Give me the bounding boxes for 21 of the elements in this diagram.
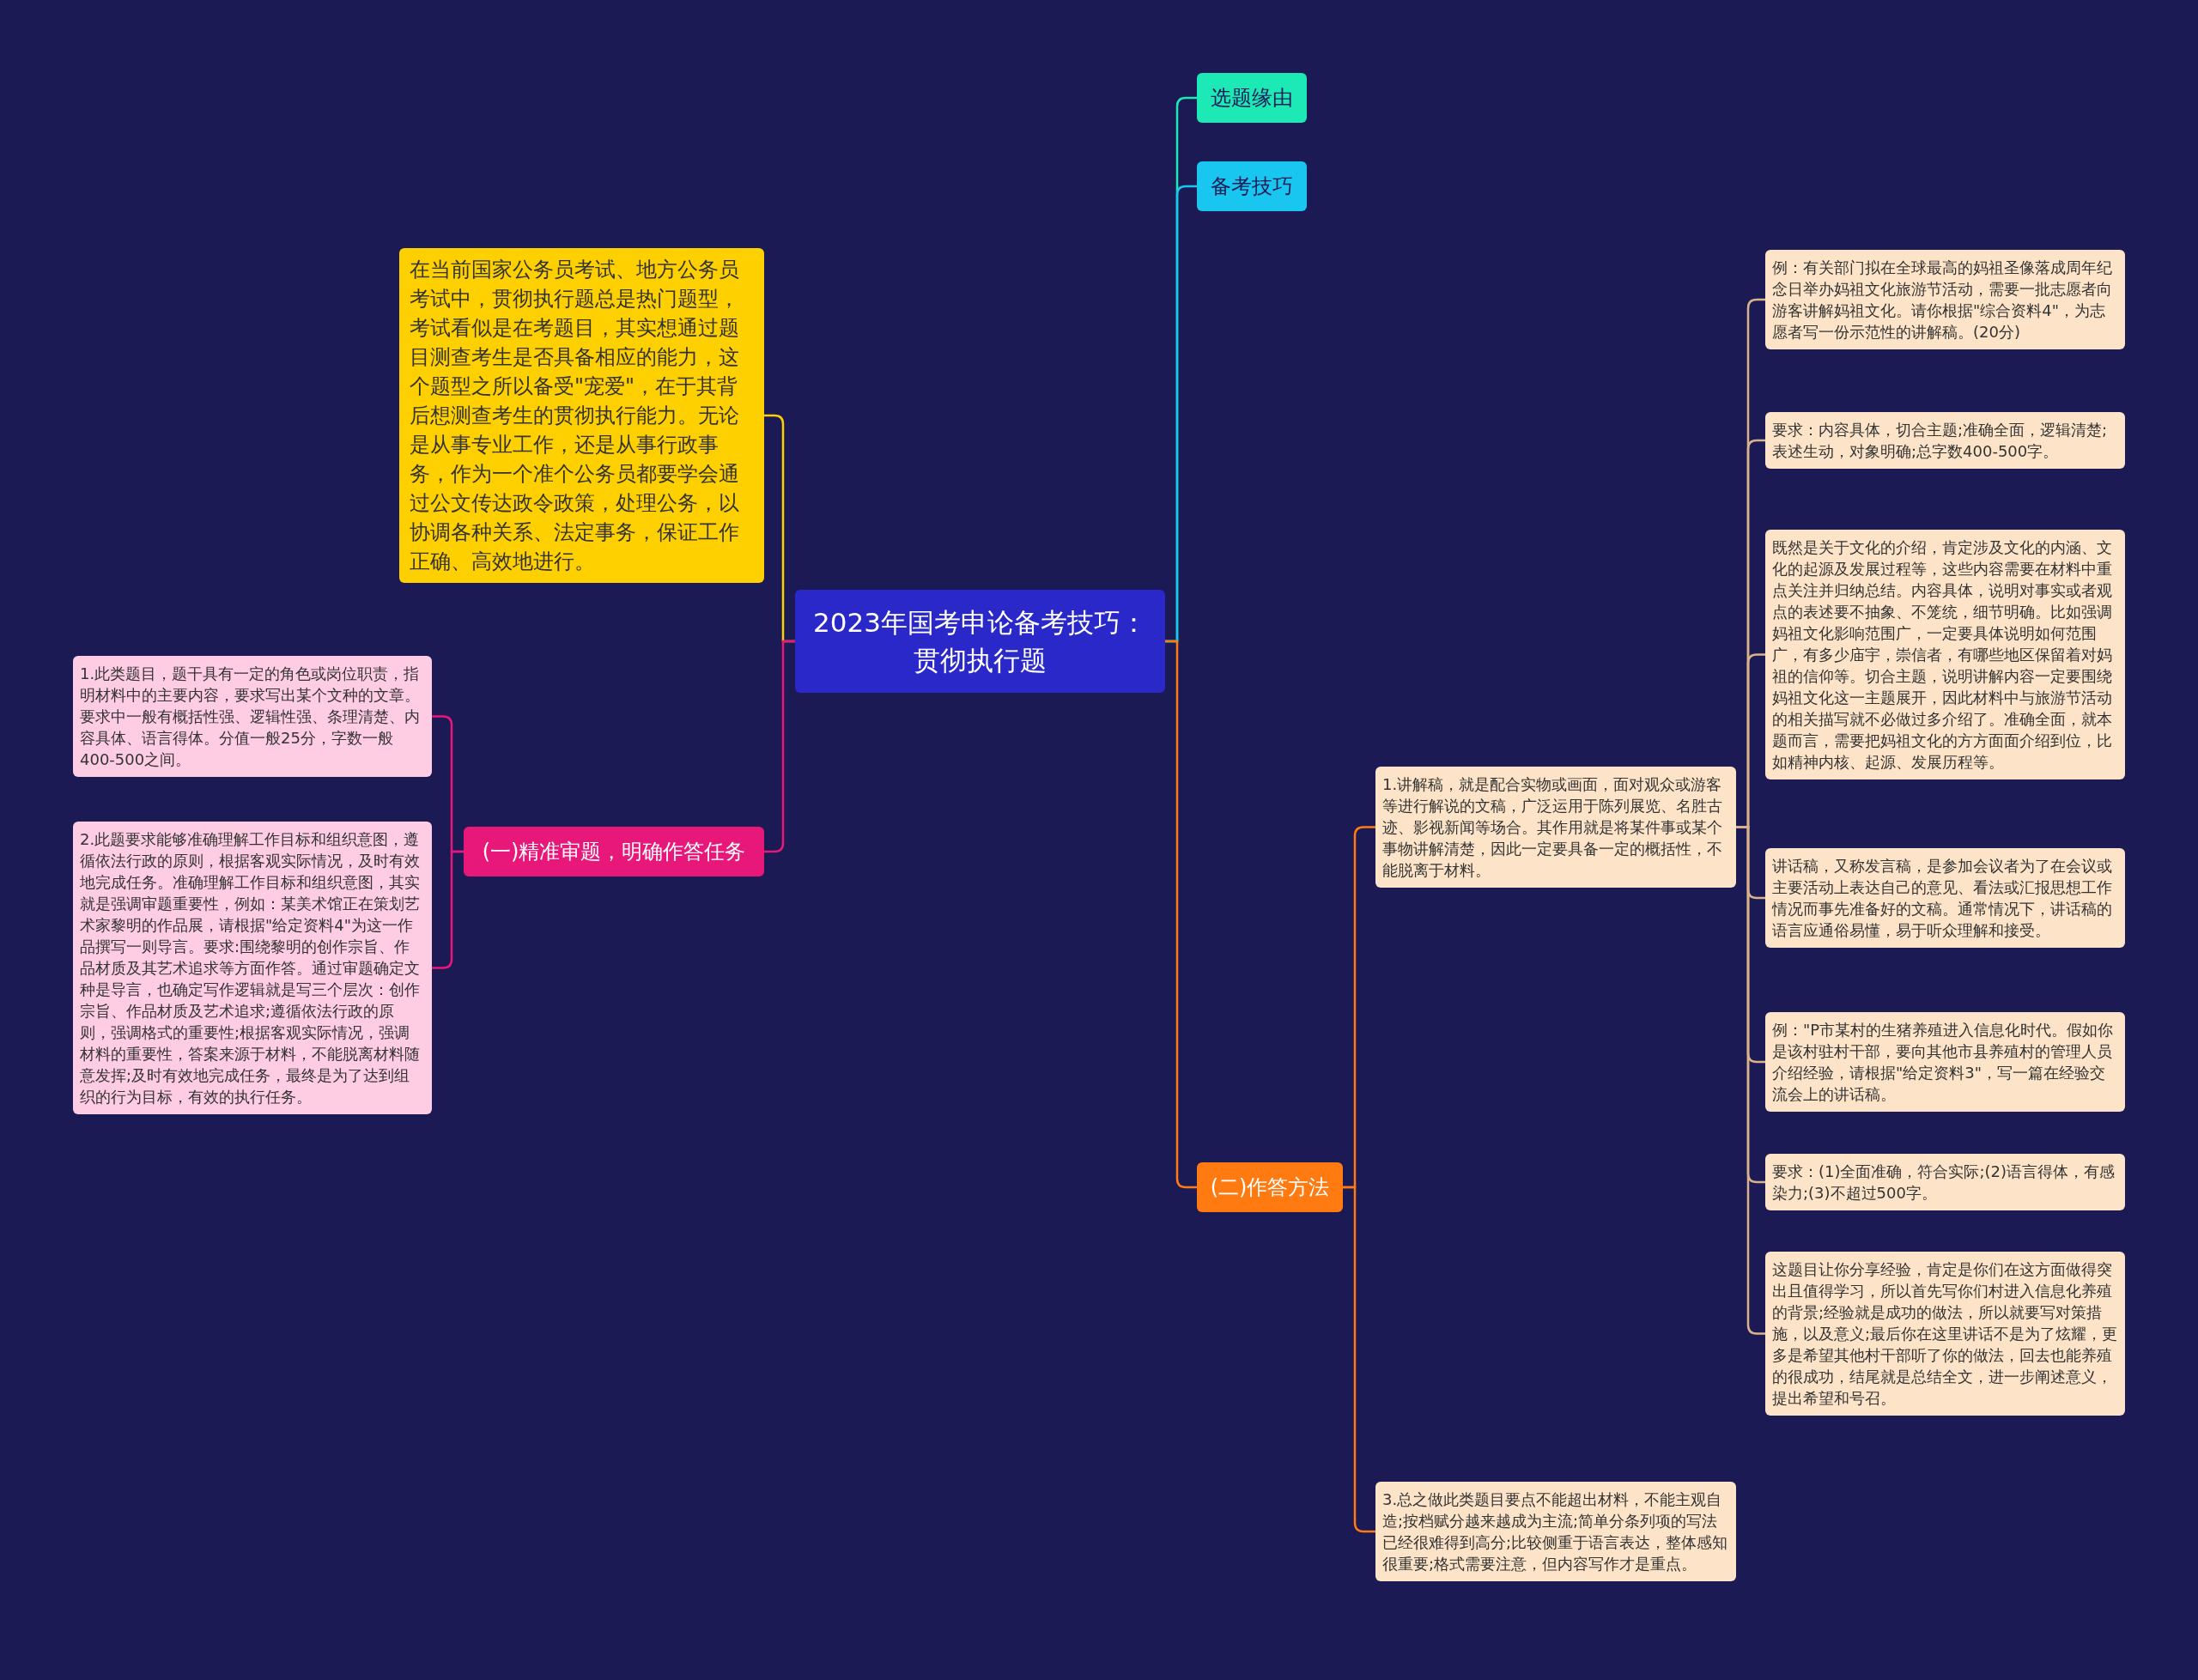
note-card: 要求：(1)全面准确，符合实际;(2)语言得体，有感染力;(3)不超过500字。 <box>1765 1154 2125 1210</box>
note-card: 讲话稿，又称发言稿，是参加会议者为了在会议或主要活动上表达自己的意见、看法或汇报思想工作情况而事先准备好的文稿。通常情况下，讲话稿的语言应通俗易懂，易于听众理解和接受。 <box>1765 848 2125 948</box>
note-card: 例："P市某村的生猪养殖进入信息化时代。假如你是该村驻村干部，要向其他市县养殖村的管理人员介绍经验，请根据"给定资料3"，写一篇在经验交流会上的讲话稿。 <box>1765 1012 2125 1112</box>
connector-line <box>1343 1186 1375 1533</box>
note-card: 3.总之做此类题目要点不能超出材料，不能主观自造;按档赋分越来越成为主流;简单分条列项的写法已经很难得到高分;比较侧重于语言表达，整体感知很重要;格式需要注意，但内容写作才是重点。 <box>1375 1482 1736 1581</box>
note-card: 2.此题要求能够准确理解工作目标和组织意图，遵循依法行政的原则，根据客观实际情况，及时有效地完成任务。准确理解工作目标和组织意图，其实就是强调审题重要性，例如：某美术馆正在策划艺术家黎明的作品展，请根据"给定资料4"为这一作品撰写一则导言。要求:围绕黎明的创作宗旨、作品材质及其艺术追求等方面作答。通过审题确定文种是导言，也确定写作逻辑就是写三个层次：创作宗旨、作品材质及艺术追求;遵循依法行政的原则，强调格式的重要性;根据客观实际情况，强调材料的重要性，答案来源于材料，不能脱离材料随意发挥;及时有效地完成任务，最终是为了达到组织的行为目标，有效的执行任务。 <box>73 822 432 1114</box>
note-card: 要求：内容具体，切合主题;准确全面，逻辑清楚;表述生动，对象明确;总字数400-500字。 <box>1765 412 2125 469</box>
topic-box: (一)精准审题，明确作答任务 <box>464 827 764 876</box>
note-card: 1.此类题目，题干具有一定的角色或岗位职责，指明材料中的主要内容，要求写出某个文种的文章。要求中一般有概括性强、逻辑性强、条理清楚、内容具体、语言得体。分值一般25分，字数一般400-500之间。 <box>73 656 432 777</box>
note-card: 1.讲解稿，就是配合实物或画面，面对观众或游客等进行解说的文稿，广泛运用于陈列展览、名胜古迹、影视新闻等场合。其作用就是将某件事或某个事物讲解清楚，因此一定要具备一定的概括性，不能脱离于材料。 <box>1375 767 1736 888</box>
topic-box: 备考技巧 <box>1197 161 1307 211</box>
note-card: 在当前国家公务员考试、地方公务员考试中，贯彻执行题总是热门题型，考试看似是在考题目，其实想通过题目测查考生是否具备相应的能力，这个题型之所以备受"宠爱"，在于其背后想测查考生的贯彻执行能力。无论是从事专业工作，还是从事行政事务，作为一个准个公务员都要学会通过公文传达政令政策，处理公务，以协调各种关系、法定事务，保证工作正确、高效地进行。 <box>399 248 764 583</box>
note-card: 这题目让你分享经验，肯定是你们在这方面做得突出且值得学习，所以首先写你们村进入信息化养殖的背景;经验就是成功的做法，所以就要写对策措施，以及意义;最后你在这里讲话不是为了炫耀，更多是希望其他村干部听了你的做法，回去也能养殖的很成功，结尾就是总结全文，进一步阐述意义，提出希望和号召。 <box>1765 1252 2125 1416</box>
note-card: 例：有关部门拟在全球最高的妈祖圣像落成周年纪念日举办妈祖文化旅游节活动，需要一批志愿者向游客讲解妈祖文化。请你根据"综合资料4"，为志愿者写一份示范性的讲解稿。(20分) <box>1765 250 2125 349</box>
note-card: 既然是关于文化的介绍，肯定涉及文化的内涵、文化的起源及发展过程等，这些内容需要在材料中重点关注并归纳总结。内容具体，说明对事实或者观点的表述要不抽象、不笼统，细节明确。比如强调妈祖文化影响范围广，一定要具体说明如何范围广，有多少庙宇，崇信者，有哪些地区保留着对妈祖的信仰等。切合主题，说明讲解内容一定要围绕妈祖文化这一主题展开，因此材料中与旅游节活动的相关描写就不必做过多介绍了。准确全面，就本题而言，需要把妈祖文化的方方面面介绍到位，比如精神内核、起源、发展历程等。 <box>1765 530 2125 779</box>
central-topic: 2023年国考申论备考技巧：贯彻执行题 <box>795 590 1165 693</box>
connector-line <box>432 850 464 969</box>
connector-line <box>1165 640 1197 1189</box>
connector-line <box>764 640 795 853</box>
topic-box: 选题缘由 <box>1197 73 1307 123</box>
topic-box: (二)作答方法 <box>1197 1162 1343 1212</box>
